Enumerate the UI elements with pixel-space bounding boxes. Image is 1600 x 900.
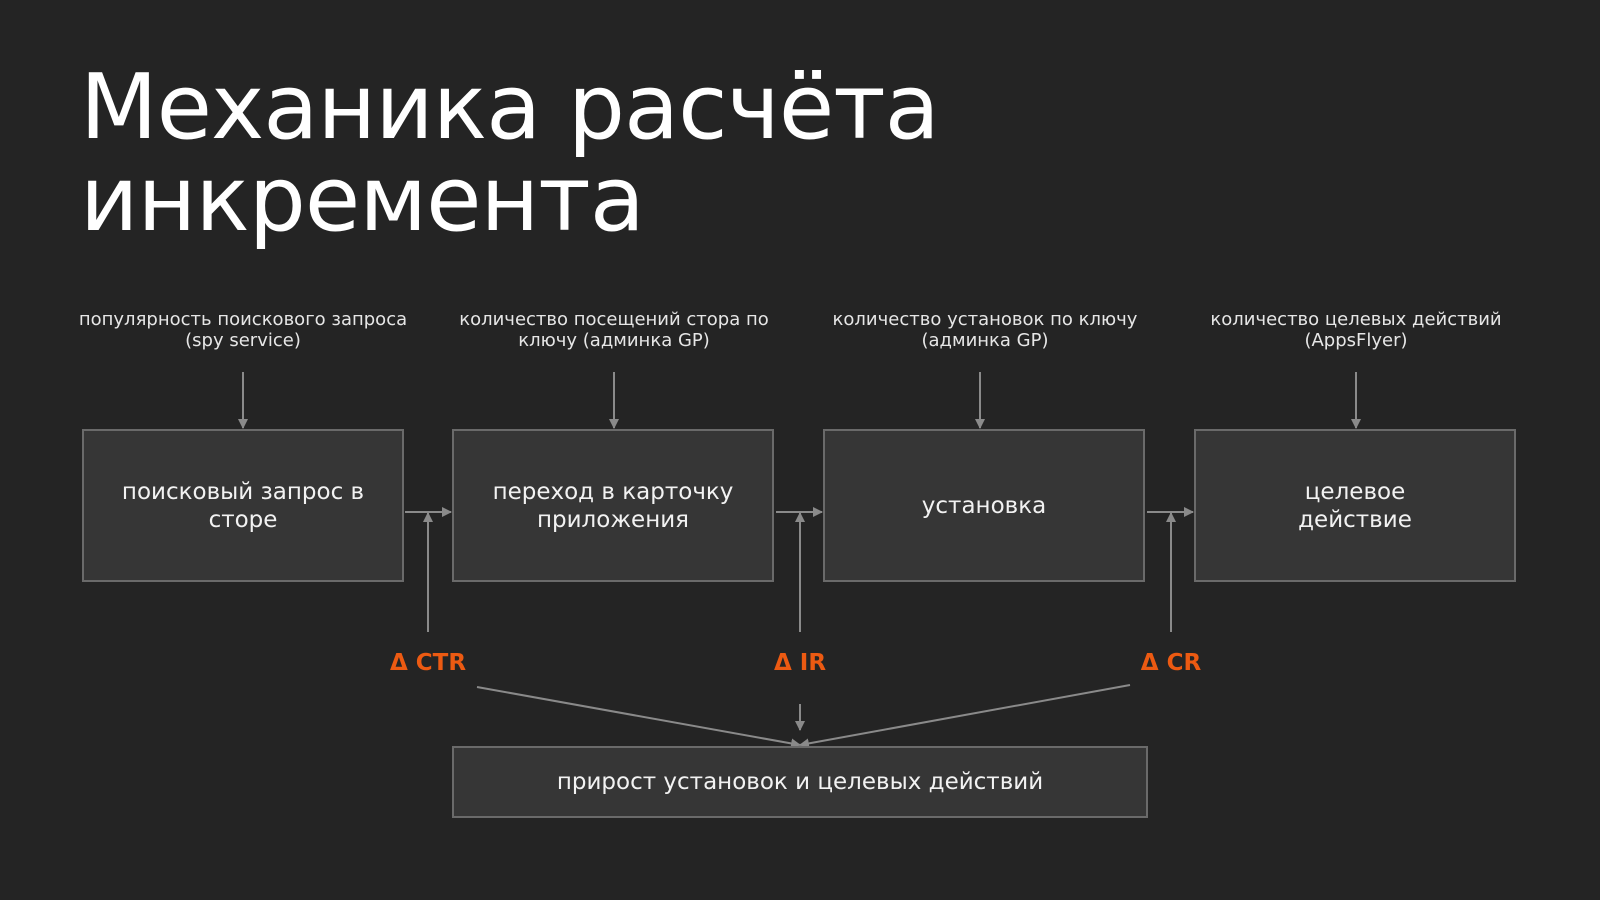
title-line-1: Механика расчёта: [80, 55, 940, 160]
delta-cr: Δ CR: [1140, 650, 1202, 676]
step-label: целевое действие: [1298, 478, 1412, 533]
delta-ir: Δ IR: [773, 650, 827, 676]
source-label-4: количество целевых действий (AppsFlyer): [1210, 309, 1502, 351]
result-box: прирост установок и целевых действий: [452, 746, 1148, 818]
title-line-2: инкремента: [80, 147, 645, 252]
source-label-3: количество установок по ключу (админка G…: [832, 309, 1138, 351]
step-label: переход в карточку приложения: [492, 478, 734, 533]
step-target-action: целевое действие: [1194, 429, 1516, 582]
result-label: прирост установок и целевых действий: [556, 769, 1044, 795]
step-app-card-visit: переход в карточку приложения: [452, 429, 774, 582]
source-label-2: количество посещений стора по ключу (адм…: [459, 309, 769, 351]
source-label-1: популярность поискового запроса (spy ser…: [78, 309, 408, 351]
merge-line-cr: [799, 684, 1131, 749]
step-search-query: поисковый запрос в сторе: [82, 429, 404, 582]
step-install: установка: [823, 429, 1145, 582]
step-label: поисковый запрос в сторе: [121, 478, 365, 533]
merge-line-ctr: [476, 686, 801, 749]
step-label: установка: [921, 492, 1047, 519]
delta-ctr: Δ CTR: [389, 650, 467, 676]
